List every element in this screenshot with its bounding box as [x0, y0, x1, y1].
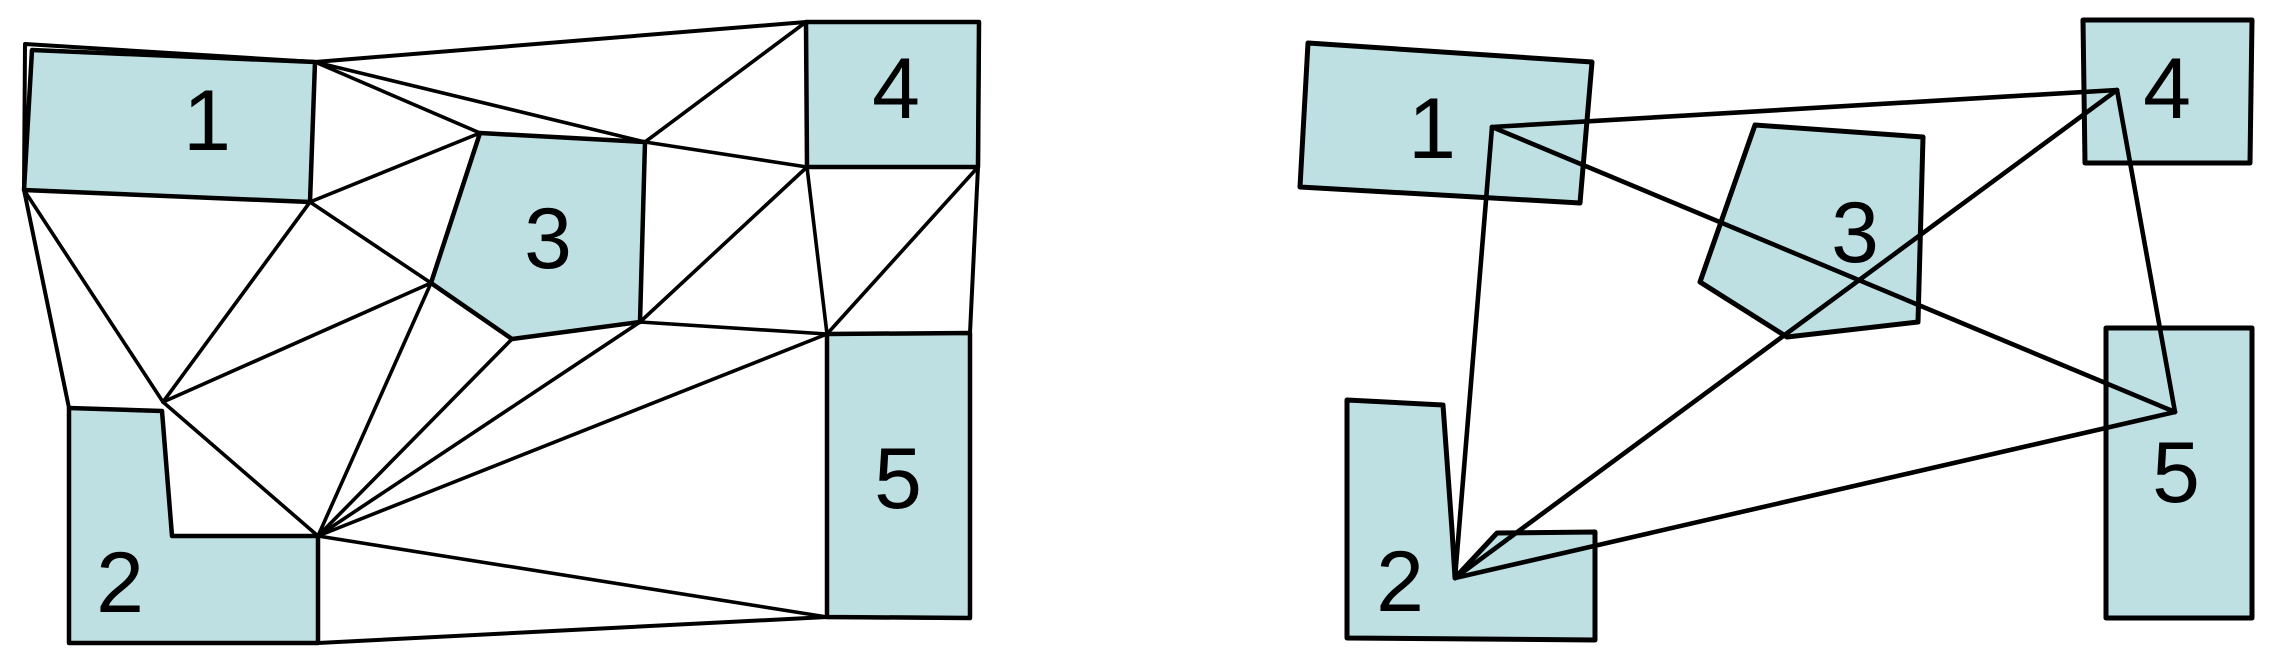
triangulation-edge [638, 165, 809, 324]
right-region-label-2: 2 [1376, 534, 1424, 630]
right-region-3-obstacle [1697, 122, 1926, 340]
left-region-label-2: 2 [96, 535, 144, 631]
triangulation-edge [313, 60, 482, 135]
triangulation-edge [161, 281, 433, 404]
left-region-4-obstacle [803, 19, 982, 170]
triangulation-edge [308, 200, 433, 285]
triangulation-edge [316, 281, 433, 538]
triangulation-edge [22, 188, 165, 404]
left-region-label-1: 1 [183, 73, 231, 169]
left-region-label-4: 4 [872, 41, 920, 137]
triangulation-edge [643, 140, 809, 169]
graph-edge-2-4 [1452, 87, 2120, 581]
graph-edge-2-5 [1452, 409, 2178, 581]
right-region-label-5: 5 [2152, 425, 2200, 521]
connectivity-graph-diagram: 1 2 3 4 5 [1297, 17, 2255, 643]
triangulation-edge [805, 165, 829, 336]
graph-edge-1-4 [1489, 87, 2120, 130]
left-region-1-obstacle [21, 47, 318, 205]
left-region-label-3: 3 [524, 191, 572, 287]
triangulation-edge [638, 320, 829, 336]
triangulation-edge [825, 165, 980, 336]
graph-edge-1-2 [1452, 124, 1495, 581]
triangulation-edge [161, 400, 320, 538]
right-region-label-4: 4 [2143, 41, 2191, 137]
triangulation-edge [643, 20, 808, 144]
triangulation-edge [316, 337, 514, 538]
graph-edge-1-5 [1489, 124, 2178, 415]
triangulation-edge [161, 200, 312, 404]
triangulation-edge [316, 320, 642, 538]
triangulation-edge [308, 131, 482, 204]
right-region-1-obstacle [1297, 40, 1595, 206]
triangulation-edge [316, 534, 829, 619]
triangulation-edge [313, 60, 647, 144]
right-region-label-3: 3 [1831, 185, 1879, 281]
graph-edge-4-5 [2114, 87, 2178, 415]
left-region-label-5: 5 [874, 431, 922, 527]
triangulated-workspace-diagram: 1 2 3 4 5 [21, 19, 982, 646]
right-region-label-1: 1 [1408, 81, 1456, 177]
left-region-3-obstacle [428, 130, 648, 342]
right-region-2-obstacle [1344, 397, 1598, 643]
left-region-2-obstacle [66, 405, 321, 646]
triangulation-edge [316, 332, 829, 538]
left-region-5-obstacle [824, 330, 973, 621]
